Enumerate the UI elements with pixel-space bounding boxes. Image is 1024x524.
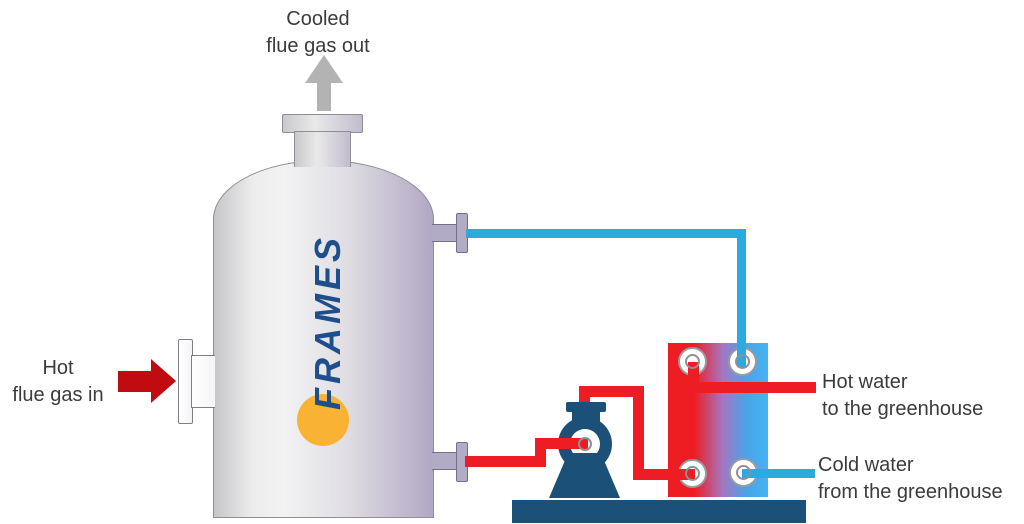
right-arrow-head-icon — [151, 359, 176, 403]
label-hot-water-to-greenhouse: Hot water to the greenhouse — [822, 369, 1022, 423]
label-cooled-flue-gas-out: Cooled flue gas out — [238, 6, 398, 60]
frames-logo: FRAMES — [307, 234, 348, 410]
flue-gas-inlet-nozzle — [191, 355, 215, 408]
right-arrow-icon — [118, 371, 153, 392]
label-line: Hot — [42, 357, 74, 379]
pipe-cold-downcomer-to-hx — [737, 229, 746, 367]
label-line: to the greenhouse — [822, 398, 984, 420]
label-line: Cold water — [818, 454, 914, 476]
pipe-hot-to-hx-bottom-left — [633, 469, 695, 480]
up-arrow-head-icon — [305, 55, 343, 83]
equipment-skid-platform — [512, 500, 806, 523]
flue-gas-vessel-body — [213, 160, 434, 518]
up-arrow-icon — [317, 82, 331, 111]
hx-port-ring-top-left — [685, 354, 700, 369]
label-cold-water-from-greenhouse: Cold water from the greenhouse — [818, 452, 1024, 506]
pump-inlet-ring — [578, 437, 592, 451]
pipe-hot-pump-discharge-stub — [579, 390, 590, 412]
frames-logo-sun-icon — [297, 394, 349, 446]
pipe-cold-vessel-to-hx-horizontal — [466, 229, 742, 238]
pipe-hot-suction-horizontal — [465, 456, 546, 467]
label-line: Hot water — [822, 371, 908, 393]
pipe-hot-from-hx-top-left — [688, 362, 699, 393]
label-line: from the greenhouse — [818, 481, 1003, 503]
label-line: Cooled — [286, 8, 350, 30]
vessel-water-outlet-nozzle — [432, 224, 458, 242]
label-line: flue gas out — [266, 35, 370, 57]
pump-base — [549, 453, 620, 498]
pipe-hot-discharge-downcomer — [633, 386, 644, 480]
pipe-hot-suction-riser — [535, 439, 546, 467]
hx-port-ring-bottom-left — [685, 466, 700, 481]
pump-discharge-flange — [566, 402, 606, 412]
pipe-hot-discharge-horizontal — [579, 386, 644, 397]
vessel-top-nozzle-neck — [294, 131, 351, 167]
label-hot-flue-gas-in: Hot flue gas in — [2, 355, 114, 409]
pipe-hot-water-to-greenhouse — [688, 382, 816, 393]
hx-port-ring-top-right — [735, 354, 750, 369]
pipe-cold-water-from-greenhouse — [742, 469, 815, 478]
label-line: flue gas in — [12, 384, 104, 406]
pipe-hot-suction-to-pump — [535, 438, 588, 449]
vessel-water-return-nozzle — [432, 452, 458, 470]
hx-port-ring-bottom-right — [736, 465, 751, 480]
